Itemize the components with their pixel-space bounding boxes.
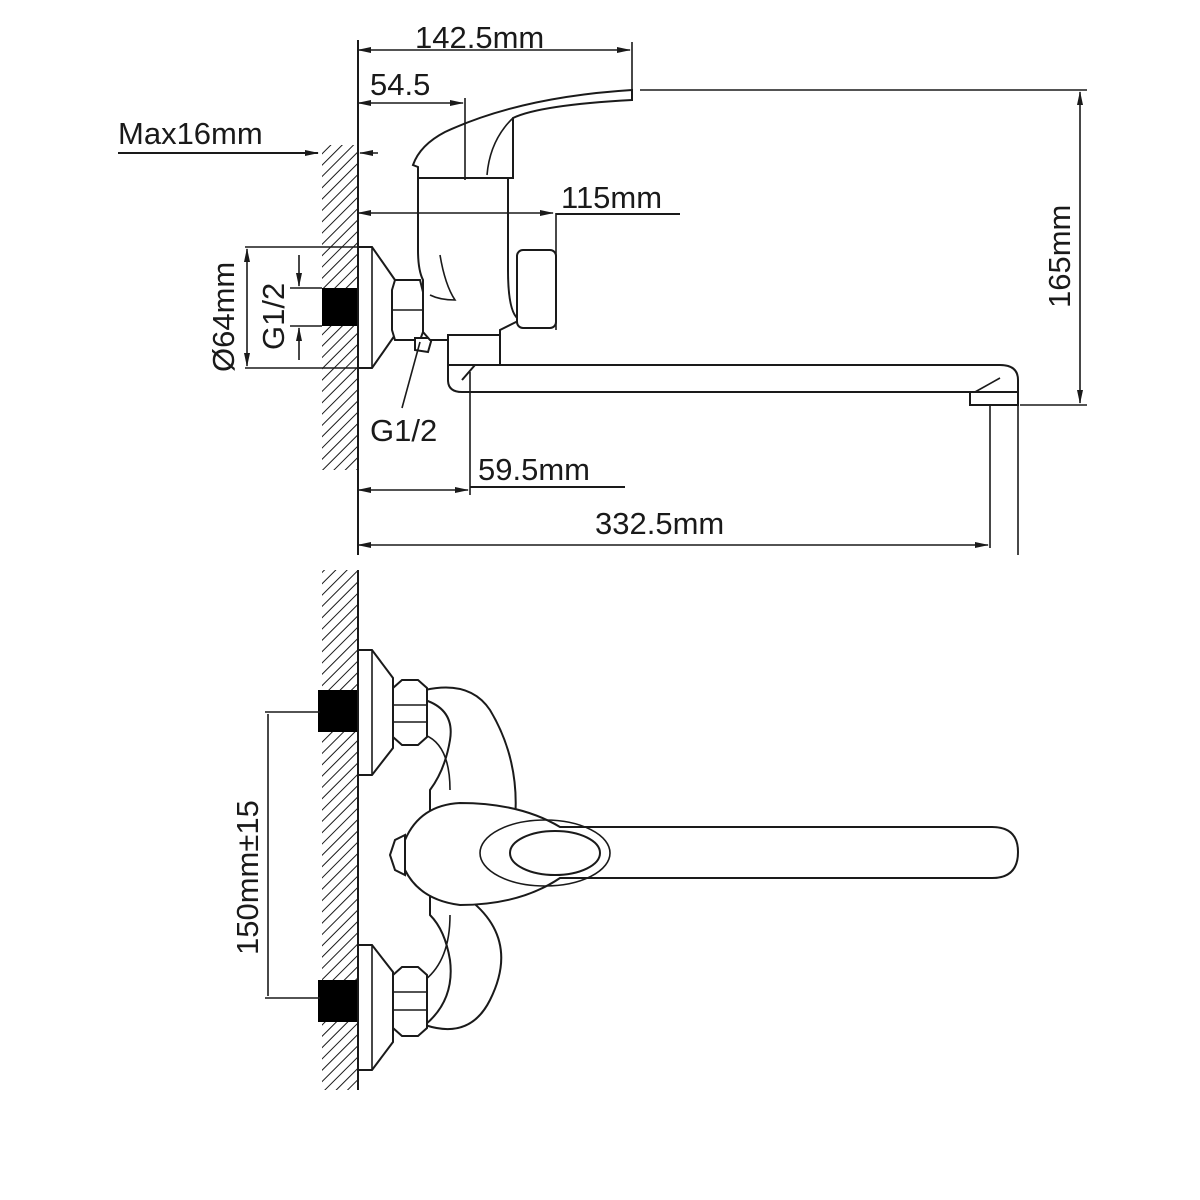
dim-g12-label: G1/2 [256,283,291,350]
g12-leader [401,341,421,409]
wall-inlet-block [322,288,358,326]
body-detail [429,254,457,301]
spout-outlet [969,391,1019,406]
cap-nub [388,833,406,877]
dim-142-label: 142.5mm [415,20,544,55]
dim-165-label: 165mm [1042,205,1077,308]
wall-max-label: Max16mm [118,116,263,151]
lever-handle [411,88,633,179]
eccentric-g12-label: G1/2 [370,413,437,448]
dim-115-label: 115mm [561,180,662,215]
hex-nut-upper [392,679,428,746]
front-lever [404,801,1020,907]
dim-54-label: 54.5 [370,67,430,102]
spout-outlet-slope [974,377,1001,393]
dim-332-label: 332.5mm [595,506,724,541]
lever-grip-outer [479,819,611,887]
wall-inlet-block-lower [318,980,358,1022]
hex-nut-lower [392,966,428,1037]
dim-64-label: Ø64mm [206,262,241,372]
wall-inlet-block-upper [318,690,358,732]
flange-upper [357,649,394,776]
front-body-inner [424,734,451,981]
spout-collar [447,334,501,366]
side-view: 142.5mm 54.5 Max16mm 115mm Ø64mm G1/2 G1… [118,20,1087,555]
flange [357,246,396,369]
flange-lower [357,944,394,1071]
spout [447,364,1019,405]
mixer-body [417,177,523,341]
front-view: 150mm±15 [230,570,1020,1090]
eccentric-connector [414,337,434,354]
lever-grip-inner [509,830,601,876]
side-knob [516,249,557,329]
dim-150-label: 150mm±15 [230,800,265,955]
lever-detail [486,117,514,176]
dim-59-label: 59.5mm [478,452,590,487]
